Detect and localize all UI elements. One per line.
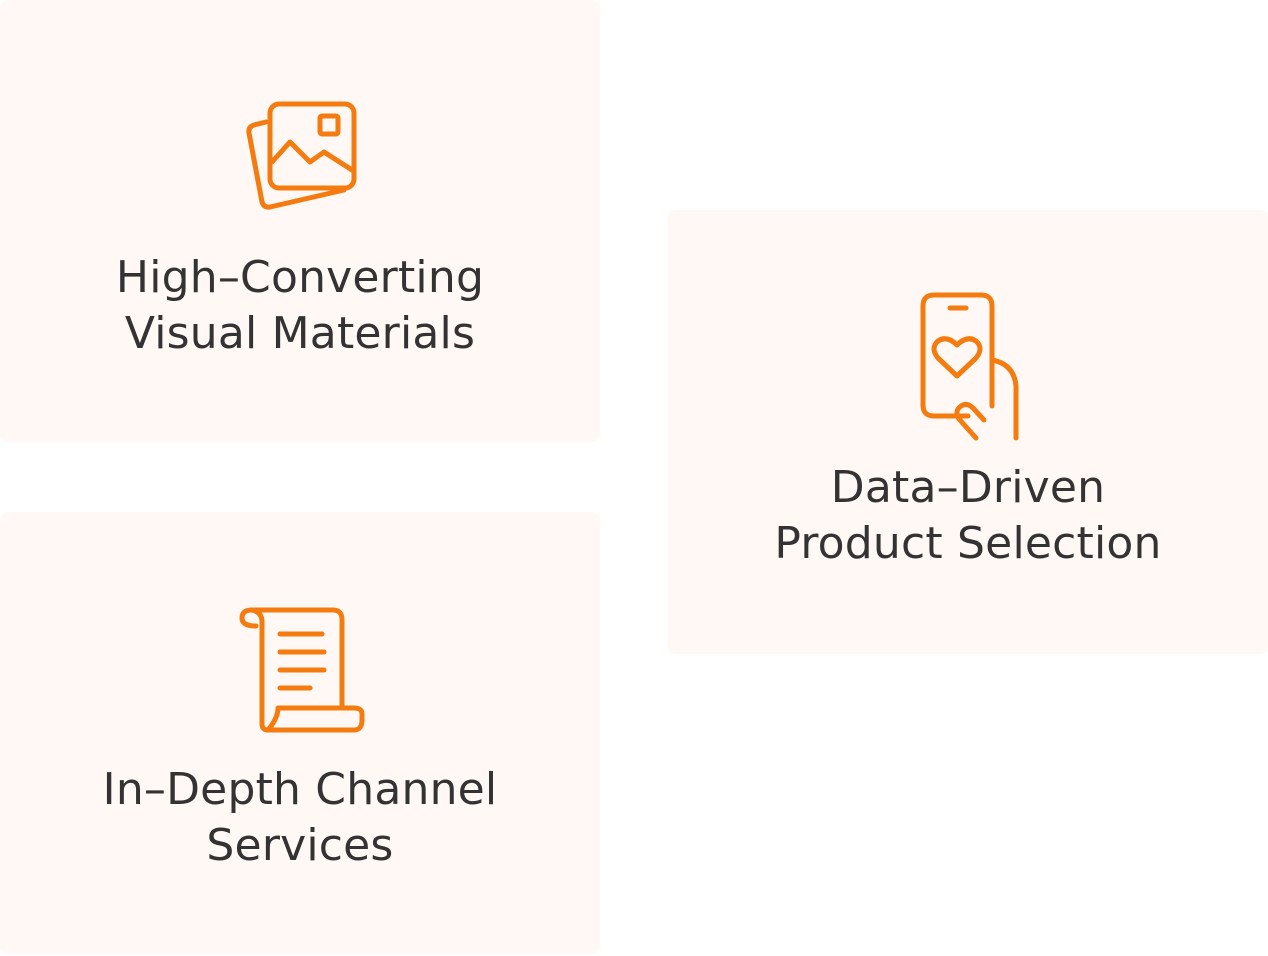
phone-heart-icon: [920, 292, 1019, 441]
feature-card-data-driven: Data–Driven Product Selection: [668, 210, 1268, 654]
feature-card-channel-services: In–Depth Channel Services: [0, 512, 600, 954]
card-title: High–Converting Visual Materials: [115, 252, 485, 359]
scroll-document-icon: [239, 607, 365, 733]
feature-card-visual-materials: High–Converting Visual Materials: [0, 0, 600, 442]
card-title: In–Depth Channel Services: [102, 764, 498, 871]
image-gallery-icon: [246, 101, 357, 210]
card-title: Data–Driven Product Selection: [774, 462, 1162, 569]
